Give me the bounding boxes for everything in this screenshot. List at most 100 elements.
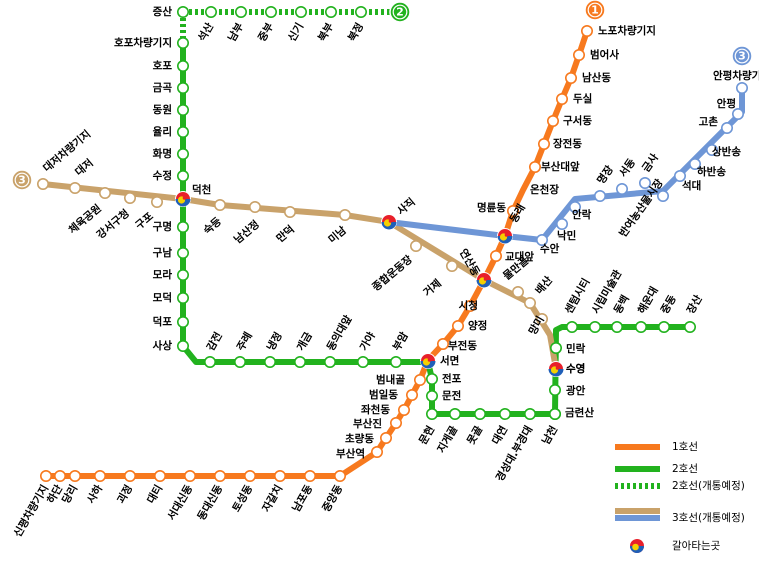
line1-station-29[interactable] [124, 469, 137, 482]
transfer-deokcheon[interactable] [175, 191, 191, 207]
line3-planned-station-9[interactable] [673, 170, 686, 183]
line2-station-17[interactable] [293, 355, 306, 368]
line3-planned-station-5[interactable] [593, 190, 606, 203]
line1-station-23[interactable] [303, 469, 316, 482]
line1-station-24[interactable] [273, 469, 286, 482]
line1-station-13[interactable] [451, 319, 464, 332]
line1-station-10[interactable] [489, 250, 502, 263]
line2-station-6[interactable] [177, 170, 190, 183]
line3-station-14[interactable] [511, 285, 524, 298]
line3-station-0[interactable] [36, 178, 49, 191]
line2-station-0[interactable] [177, 36, 190, 49]
line1-station-22[interactable] [333, 469, 346, 482]
line2-station-38[interactable] [657, 320, 670, 333]
line2-planned-station-6[interactable] [354, 6, 367, 18]
line1-station-12[interactable] [463, 299, 476, 312]
line2-station-13[interactable] [177, 339, 190, 352]
line2-station-39[interactable] [683, 320, 696, 333]
transfer-seomyeon[interactable] [420, 353, 436, 369]
line2-planned-station-5[interactable] [324, 6, 337, 18]
line2-station-23[interactable] [425, 389, 438, 402]
line1-station-14[interactable] [436, 337, 449, 350]
line2-planned-station-1[interactable] [205, 6, 218, 18]
line3-station-4[interactable] [151, 196, 164, 209]
line2-planned-station-2[interactable] [235, 6, 248, 18]
transfer-minam[interactable] [381, 214, 397, 230]
line1-station-25[interactable] [244, 469, 257, 482]
line1-station-27[interactable] [184, 469, 197, 482]
line3-planned-station-11[interactable] [705, 144, 718, 157]
line2-station-30[interactable] [548, 407, 561, 420]
line3-station-9[interactable] [338, 209, 351, 222]
line3-planned-station-4[interactable] [568, 201, 581, 214]
line1-station-18[interactable] [397, 403, 410, 416]
line2-station-20[interactable] [389, 355, 402, 368]
line3-station-15[interactable] [523, 296, 536, 309]
line1-station-2[interactable] [564, 72, 577, 85]
line2-station-33[interactable] [549, 341, 562, 354]
line3-planned-station-2[interactable] [535, 234, 548, 247]
line3-planned-station-10[interactable] [688, 158, 701, 171]
line2-station-18[interactable] [323, 355, 336, 368]
line3-station-8[interactable] [283, 206, 296, 219]
line1-station-19[interactable] [389, 416, 402, 429]
line1-station-17[interactable] [405, 388, 418, 401]
line2-station-8[interactable] [177, 221, 190, 234]
line2-station-31[interactable] [548, 383, 561, 396]
line2-station-9[interactable] [177, 247, 190, 260]
line2-station-19[interactable] [356, 355, 369, 368]
line3-station-1[interactable] [69, 182, 82, 195]
line1-station-21[interactable] [370, 445, 383, 458]
transfer-dongnae[interactable] [497, 228, 513, 244]
line1-station-5[interactable] [537, 138, 550, 151]
line2-station-36[interactable] [610, 320, 623, 333]
line3-station-7[interactable] [249, 201, 262, 214]
line2-station-4[interactable] [177, 126, 190, 139]
line2-station-22[interactable] [425, 372, 438, 385]
line2-station-2[interactable] [177, 82, 190, 95]
line3-planned-station-12[interactable] [720, 122, 733, 135]
transfer-suyeong[interactable] [548, 361, 564, 377]
line2-station-27[interactable] [498, 407, 511, 420]
line2-station-14[interactable] [204, 355, 217, 368]
line3-planned-station-14[interactable] [735, 82, 748, 95]
line1-station-31[interactable] [69, 469, 82, 482]
line3-planned-station-8[interactable] [656, 190, 669, 203]
line2-station-12[interactable] [177, 315, 190, 328]
line2-station-34[interactable] [565, 320, 578, 333]
line1-station-20[interactable] [379, 431, 392, 444]
line2-station-16[interactable] [263, 355, 276, 368]
line3-planned-station-6[interactable] [615, 183, 628, 196]
line1-station-3[interactable] [555, 93, 568, 106]
line3-planned-station-7[interactable] [638, 177, 651, 190]
line1-station-8[interactable] [506, 205, 519, 218]
line2-station-35[interactable] [588, 320, 601, 333]
line2-planned-station-0[interactable] [177, 6, 190, 18]
line2-station-1[interactable] [177, 59, 190, 72]
line3-station-12[interactable] [445, 259, 458, 272]
line2-station-10[interactable] [177, 268, 190, 281]
line1-station-30[interactable] [94, 469, 107, 482]
line3-station-6[interactable] [214, 199, 227, 212]
line1-station-0[interactable] [580, 24, 593, 37]
line3-station-16[interactable] [535, 312, 548, 325]
line3-planned-station-13[interactable] [731, 108, 744, 121]
line2-station-26[interactable] [473, 407, 486, 420]
line2-station-24[interactable] [425, 407, 438, 420]
line2-station-11[interactable] [177, 291, 190, 304]
line1-station-6[interactable] [528, 161, 541, 174]
line3-planned-station-3[interactable] [555, 218, 568, 231]
line2-station-5[interactable] [177, 148, 190, 161]
transfer-yeonsan[interactable] [476, 272, 492, 288]
line2-planned-station-3[interactable] [264, 6, 277, 18]
line3-station-11[interactable] [409, 240, 422, 253]
line2-station-3[interactable] [177, 104, 190, 117]
line1-station-28[interactable] [154, 469, 167, 482]
line1-station-26[interactable] [214, 469, 227, 482]
line2-station-28[interactable] [523, 407, 536, 420]
line2-planned-station-4[interactable] [294, 6, 307, 18]
line2-station-25[interactable] [448, 407, 461, 420]
line1-station-16[interactable] [413, 373, 426, 386]
line3-station-3[interactable] [124, 192, 137, 205]
line2-station-15[interactable] [234, 355, 247, 368]
